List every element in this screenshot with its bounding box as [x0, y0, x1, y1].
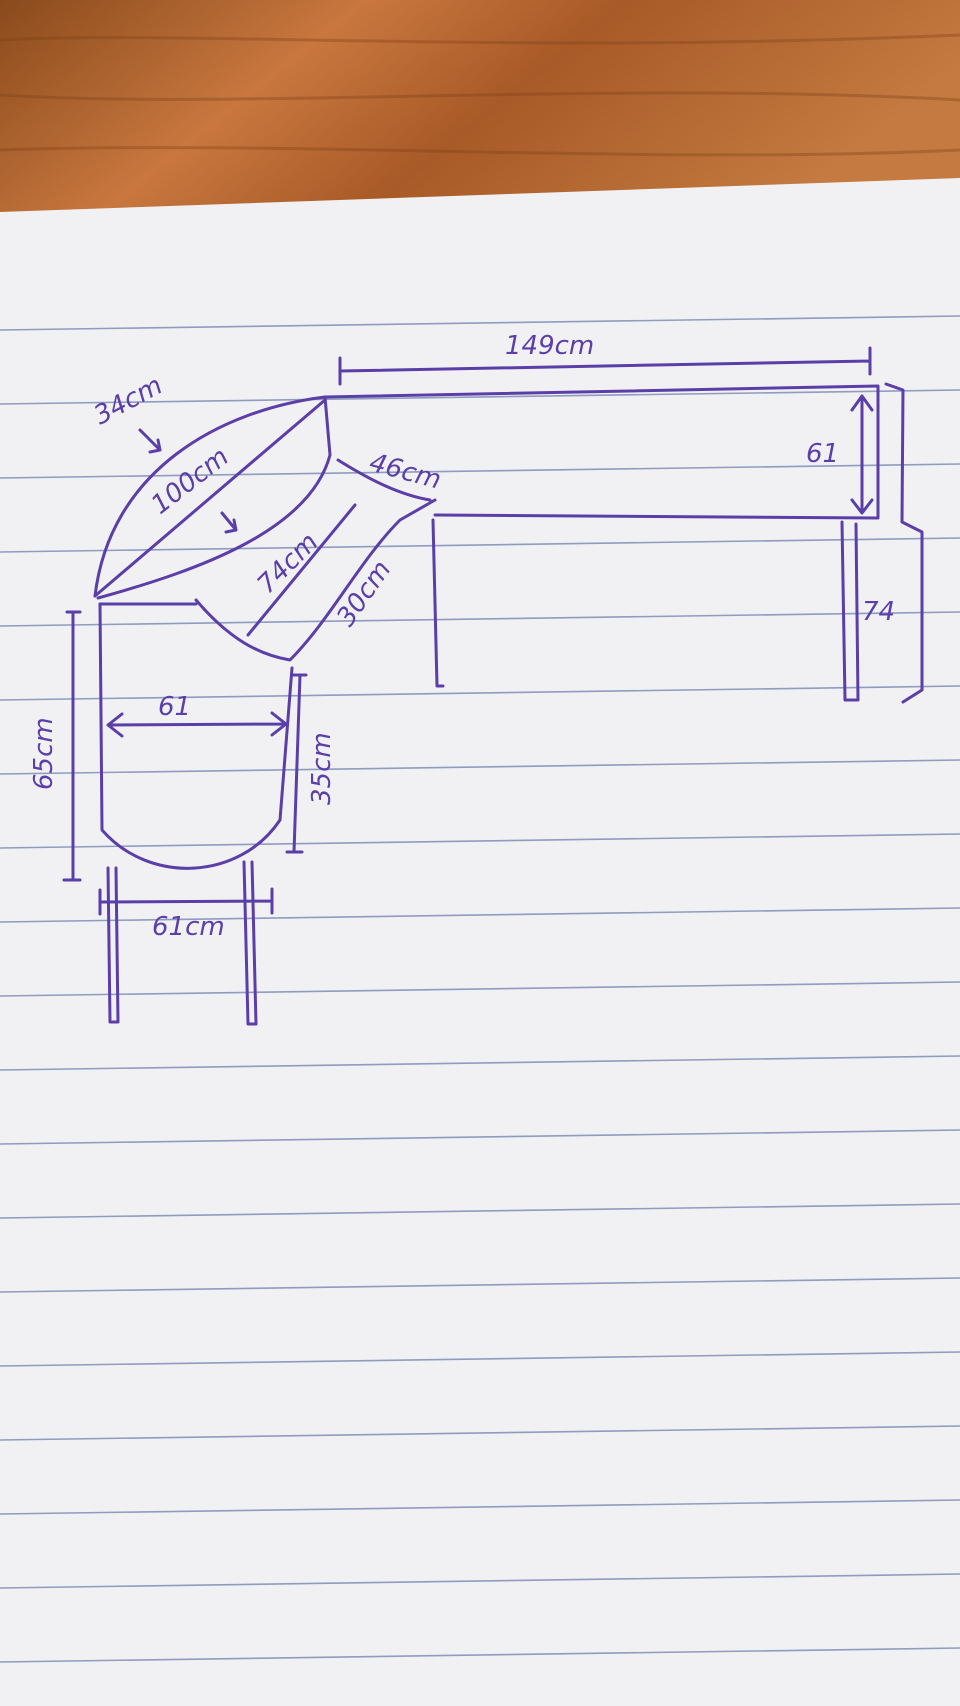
label-top-length: 149cm — [505, 331, 594, 361]
ruled-line — [0, 1351, 960, 1367]
length-dimension-line — [338, 346, 872, 386]
corner-diagonal — [93, 398, 327, 598]
ruled-line — [0, 833, 960, 849]
corner-arc — [93, 395, 327, 598]
arc-depth-arrow — [138, 428, 162, 454]
ruled-line — [0, 981, 960, 997]
ruled-line — [0, 315, 960, 331]
ruled-line — [0, 1129, 960, 1145]
ruled-line — [0, 1573, 960, 1589]
height-bracket — [884, 382, 924, 704]
depth-dimension-arrow — [850, 394, 874, 515]
ruled-line — [0, 611, 960, 627]
left-length-dimension — [62, 610, 82, 882]
ruled-line — [0, 907, 960, 923]
corner-side-curve — [336, 458, 432, 502]
wood-grain — [0, 33, 960, 157]
ruled-lines — [0, 315, 960, 1663]
corner-front-curve — [194, 498, 437, 662]
ruled-line — [0, 463, 960, 479]
left-leg-1 — [106, 866, 120, 1024]
ruled-line — [0, 1277, 960, 1293]
ruled-line — [0, 759, 960, 775]
diagonal-arrow — [220, 511, 238, 534]
ruled-line — [0, 1055, 960, 1071]
left-leg-2 — [242, 860, 258, 1026]
ruled-line — [0, 1203, 960, 1219]
leg-span-dimension — [98, 887, 274, 916]
corner-width-line — [246, 503, 357, 637]
paper-sheet — [0, 178, 960, 1706]
label-desk-height: 74 — [862, 597, 895, 627]
ruled-line — [0, 1499, 960, 1515]
label-leg-span: 61cm — [152, 912, 225, 942]
ruled-line — [0, 1425, 960, 1441]
ruled-line — [0, 537, 960, 553]
label-left-width: 61 — [158, 692, 191, 722]
left-width-arrow — [106, 711, 288, 738]
ruled-line — [0, 1647, 960, 1663]
right-leg — [840, 520, 860, 702]
label-left-inner: 35cm — [307, 732, 337, 805]
label-top-depth: 61 — [806, 439, 839, 469]
middle-leg — [431, 518, 445, 688]
ruled-line — [0, 685, 960, 701]
main-desktop — [323, 384, 880, 520]
left-wing — [98, 602, 294, 870]
left-inner-dimension — [285, 673, 308, 854]
desk-drawing — [62, 346, 924, 1026]
ruled-line — [0, 389, 960, 405]
label-left-length: 65cm — [29, 717, 59, 790]
corner-inner-curve — [96, 395, 332, 600]
